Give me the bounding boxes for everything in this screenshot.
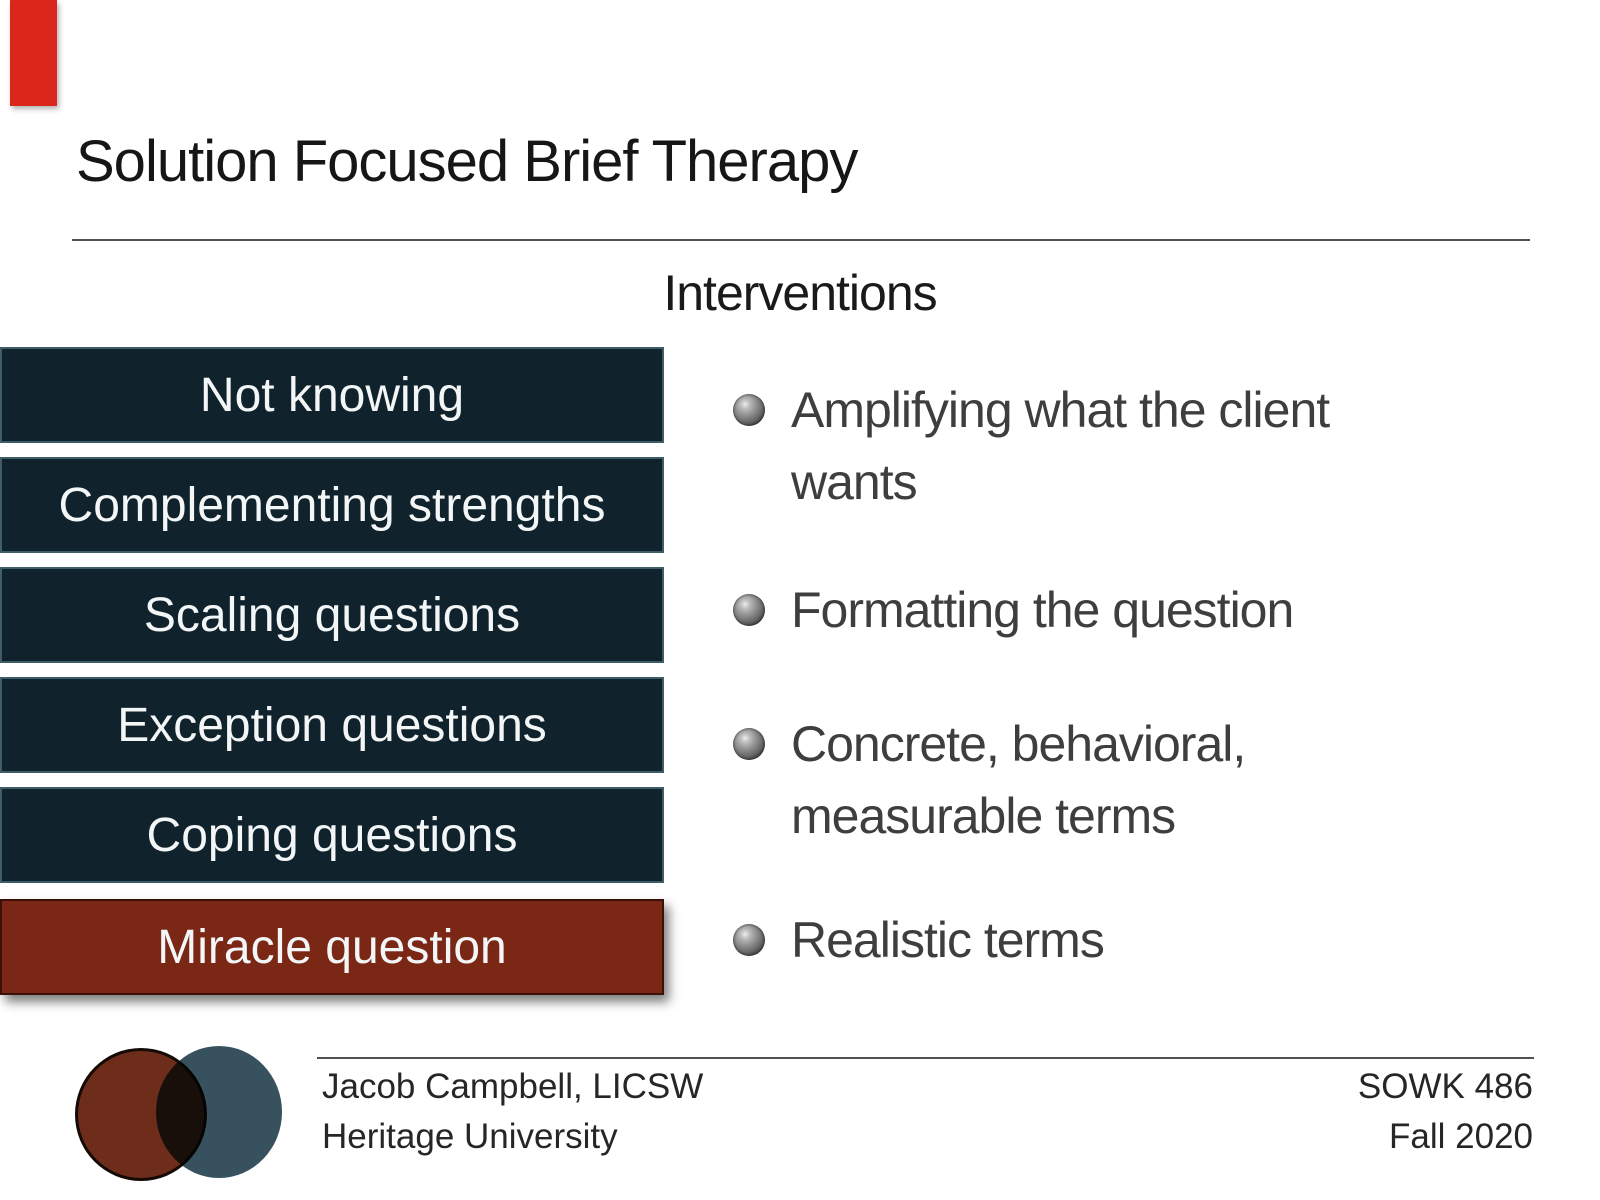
course-term: Fall 2020	[1389, 1117, 1533, 1156]
technique-box-label: Scaling questions	[143, 588, 521, 642]
technique-box-coping-questions: Coping questions	[0, 787, 664, 883]
presenter-institution: Heritage University	[322, 1117, 618, 1156]
technique-box-exception-questions: Exception questions	[0, 677, 664, 773]
technique-box-label: Complementing strengths	[58, 478, 606, 532]
slide-title: Solution Focused Brief Therapy	[76, 129, 858, 194]
footer-divider	[317, 1057, 1534, 1059]
logo-teal-circle	[156, 1046, 282, 1178]
presenter-name: Jacob Campbell, LICSW	[322, 1067, 704, 1106]
footer-course: SOWK 486 Fall 2020	[1358, 1062, 1533, 1162]
venn-logo	[70, 1040, 290, 1190]
sphere-bullet-icon	[733, 594, 765, 626]
technique-box-label: Miracle question	[157, 920, 507, 974]
technique-box-label: Exception questions	[117, 698, 547, 752]
technique-box-label: Coping questions	[146, 808, 518, 862]
bullet-item: Concrete, behavioral, measurable terms	[733, 708, 1246, 852]
bullet-item: Realistic terms	[733, 904, 1105, 976]
bullet-text: Formatting the question	[791, 582, 1294, 638]
sphere-bullet-icon	[733, 394, 765, 426]
technique-box-label: Not knowing	[199, 368, 465, 422]
sphere-bullet-icon	[733, 924, 765, 956]
section-heading: Interventions	[663, 265, 937, 321]
sphere-bullet-icon	[733, 728, 765, 760]
technique-box-scaling-questions: Scaling questions	[0, 567, 664, 663]
footer-presenter: Jacob Campbell, LICSW Heritage Universit…	[322, 1062, 703, 1162]
bullet-text: Concrete, behavioral, measurable terms	[791, 716, 1246, 844]
technique-box-not-knowing: Not knowing	[0, 347, 664, 443]
accent-red-bar	[10, 0, 57, 106]
technique-box-complementing-strengths: Complementing strengths	[0, 457, 664, 553]
bullet-item: Formatting the question	[733, 574, 1294, 646]
bullet-item: Amplifying what the client wants	[733, 374, 1330, 518]
bullet-text: Realistic terms	[791, 912, 1105, 968]
technique-box-miracle-question: Miracle question	[0, 899, 664, 995]
bullet-text: Amplifying what the client wants	[791, 382, 1330, 510]
title-divider	[72, 239, 1530, 241]
course-code: SOWK 486	[1357, 1067, 1533, 1106]
